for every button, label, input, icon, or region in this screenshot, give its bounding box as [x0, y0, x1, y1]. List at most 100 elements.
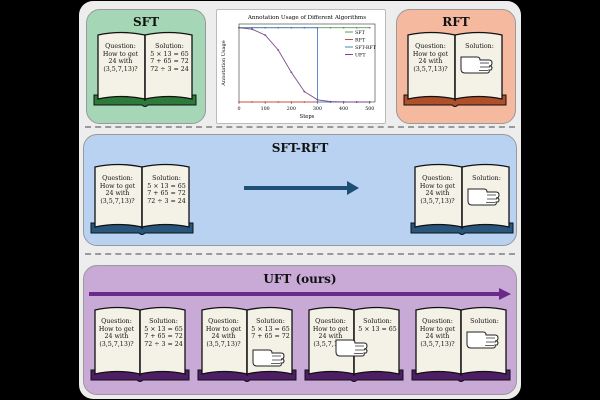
series-point: [277, 49, 280, 51]
series-point: [264, 101, 267, 103]
x-tick-label: 100: [261, 106, 270, 112]
figure-panel: SFT Annotation Usage of Different Algori…: [79, 1, 521, 399]
series-point: [251, 101, 253, 103]
legend-label: SFT-RFT: [355, 45, 377, 51]
uft-book-1: Question: How to get 24 with (3,5,7,13)?…: [89, 304, 191, 382]
uft-book-2: Question: How to get 24 with (3,5,7,13)?…: [196, 304, 298, 382]
x-tick-label: 200: [287, 106, 296, 112]
book-question: Question: How to get 24 with (3,5,7,13)?: [102, 43, 139, 73]
plot-frame: [238, 23, 376, 103]
series-point: [251, 28, 253, 31]
book-step-1: 5 × 13 = 65: [144, 325, 183, 333]
series-point: [303, 26, 306, 29]
book-drawing: [410, 163, 514, 235]
series-point: [368, 26, 371, 29]
book-drawing: [304, 306, 404, 382]
legend-label: SFT: [355, 30, 366, 36]
series-point: [329, 26, 332, 29]
hand-icon: [467, 188, 500, 206]
arrows-layer: [89, 181, 511, 300]
series-point: [303, 90, 306, 93]
x-tick-label: 300: [313, 106, 322, 112]
uft-book-4: Question: How to get 24 with (3,5,7,13)?…: [410, 304, 512, 382]
book-drawing: [90, 306, 190, 382]
book-step-2: 7 + 65 = 72: [147, 190, 186, 198]
series-point: [316, 98, 319, 101]
sft-book: Question: How to get 24 with (3,5,7,13)?…: [92, 29, 198, 107]
book-solution-label: Solution:: [472, 175, 501, 182]
series-point: [329, 100, 332, 103]
book-question: Question: How to get 24 with (3,5,7,13)?: [312, 318, 349, 348]
book-step-1: 5 × 13 = 65: [251, 325, 290, 333]
hand-icon: [466, 331, 499, 349]
book-question: Question: How to get 24 with (3,5,7,13)?: [98, 318, 135, 348]
sftrft-arrow-head: [347, 181, 359, 195]
book-step-1: 5 × 13 = 65: [358, 325, 397, 333]
series-point: [355, 101, 358, 103]
series-point: [277, 101, 280, 103]
series-point: [277, 26, 280, 29]
hand-icon: [252, 349, 285, 367]
uft-book-3: Question: How to get 24 with (3,5,7,13)?…: [303, 304, 405, 382]
book-question: Question: How to get 24 with (3,5,7,13)?: [419, 175, 456, 205]
book-solution-label: Solution:: [470, 318, 499, 325]
sftrft-book-left: Question: How to get 24 with (3,5,7,13)?…: [89, 161, 195, 235]
series-point: [316, 26, 319, 29]
book-solution-label: Solution:: [256, 318, 285, 325]
book-step-2: 7 + 65 = 72: [251, 333, 290, 341]
book-drawing: [90, 163, 194, 235]
uft-arrow-head: [499, 288, 511, 300]
series-point: [316, 101, 319, 103]
x-tick-label: 0: [237, 106, 240, 112]
series-point: [290, 101, 293, 103]
book-question: Question: How to get 24 with (3,5,7,13)?: [99, 175, 136, 205]
hand-icon: [335, 339, 368, 357]
chart-title: Annotation Usage of Different Algorithms: [247, 15, 366, 21]
series-point: [368, 101, 371, 103]
chart-svg: Annotation Usage of Different Algorithms…: [221, 15, 377, 120]
book-step-2: 7 + 65 = 72: [150, 58, 189, 66]
hand-icon: [460, 56, 493, 74]
sft-title: SFT: [132, 15, 160, 29]
book-solution-label: Solution:: [465, 43, 494, 50]
divider-1: [85, 126, 515, 128]
book-drawing: [93, 31, 197, 107]
book-solution-label: Solution:: [149, 318, 178, 325]
book-step-3: 72 ÷ 3 = 24: [150, 65, 189, 73]
y-axis-label: Annotation Usage: [221, 40, 227, 86]
series-point: [303, 101, 306, 103]
series-point: [290, 71, 293, 74]
series-point: [238, 101, 240, 103]
book-step-1: 5 × 13 = 65: [150, 50, 189, 58]
rft-book: Question: How to get 24 with (3,5,7,13)?…: [402, 29, 508, 107]
book-step-3: 72 ÷ 3 = 24: [147, 197, 186, 205]
legend-label: RFT: [355, 37, 366, 43]
book-question: Question: How to get 24 with (3,5,7,13)?: [412, 43, 449, 73]
series-point: [355, 26, 358, 29]
legend-label: UFT: [355, 52, 366, 58]
annotation-usage-chart: Annotation Usage of Different Algorithms…: [216, 9, 386, 124]
series-point: [264, 26, 267, 29]
book-solution-label: Solution:: [363, 318, 392, 325]
series-point: [238, 26, 240, 29]
divider-2: [85, 253, 515, 255]
book-solution-label: Solution:: [155, 43, 184, 50]
x-tick-label: 500: [365, 106, 374, 112]
book-step-1: 5 × 13 = 65: [147, 182, 186, 190]
sftrft-book-right: Question: How to get 24 with (3,5,7,13)?…: [409, 161, 515, 235]
x-axis-label: Steps: [300, 114, 315, 120]
book-step-3: 72 ÷ 3 = 24: [144, 340, 183, 348]
book-step-2: 7 + 65 = 72: [144, 333, 183, 341]
book-question: Question: How to get 24 with (3,5,7,13)?: [419, 318, 456, 348]
series-point: [342, 26, 345, 29]
series-point: [251, 26, 253, 29]
x-tick-label: 400: [339, 106, 348, 112]
series-point: [342, 101, 345, 103]
sftrft-title: SFT-RFT: [271, 141, 329, 155]
uft-title: UFT (ours): [263, 272, 337, 286]
book-question: Question: How to get 24 with (3,5,7,13)?: [205, 318, 242, 348]
rft-title: RFT: [442, 15, 470, 29]
book-solution-label: Solution:: [152, 175, 181, 182]
series-point: [290, 26, 293, 29]
series-point: [264, 34, 267, 37]
